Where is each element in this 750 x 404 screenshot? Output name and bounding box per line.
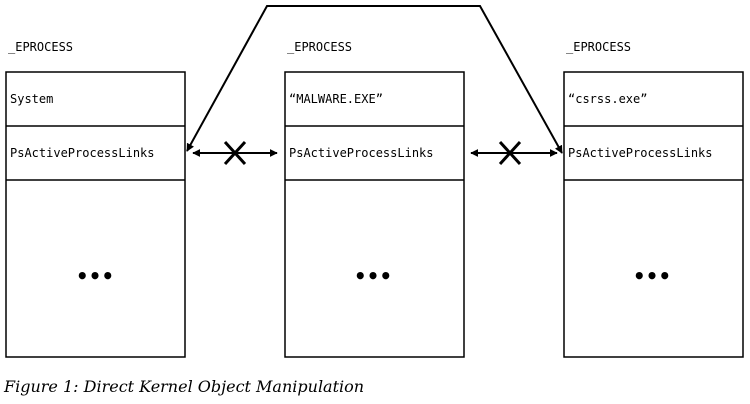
eprocess-box [284, 71, 465, 358]
severed-link-right [470, 140, 558, 166]
process-name: “csrss.exe” [568, 92, 647, 106]
links-field: PsActiveProcessLinks [10, 146, 155, 160]
process-name: “MALWARE.EXE” [289, 92, 383, 106]
figure-caption: Figure 1: Direct Kernel Object Manipulat… [4, 377, 365, 396]
ellipsis: ••• [354, 264, 392, 288]
process-name: System [10, 92, 53, 106]
eprocess-csrss: _EPROCESS “csrss.exe” PsActiveProcessLin… [563, 40, 744, 358]
eprocess-box [5, 71, 186, 358]
eprocess-type-label: _EPROCESS [8, 40, 73, 54]
eprocess-type-label: _EPROCESS [566, 40, 631, 54]
links-field: PsActiveProcessLinks [568, 146, 713, 160]
severed-link-left [192, 140, 278, 166]
ellipsis: ••• [76, 264, 114, 288]
eprocess-type-label: _EPROCESS [287, 40, 352, 54]
eprocess-system: _EPROCESS System PsActiveProcessLinks ••… [5, 40, 186, 358]
bypass-link-arrow [186, 5, 563, 154]
links-field: PsActiveProcessLinks [289, 146, 434, 160]
ellipsis: ••• [633, 264, 671, 288]
eprocess-box [563, 71, 744, 358]
eprocess-malware: _EPROCESS “MALWARE.EXE” PsActiveProcessL… [284, 40, 465, 358]
